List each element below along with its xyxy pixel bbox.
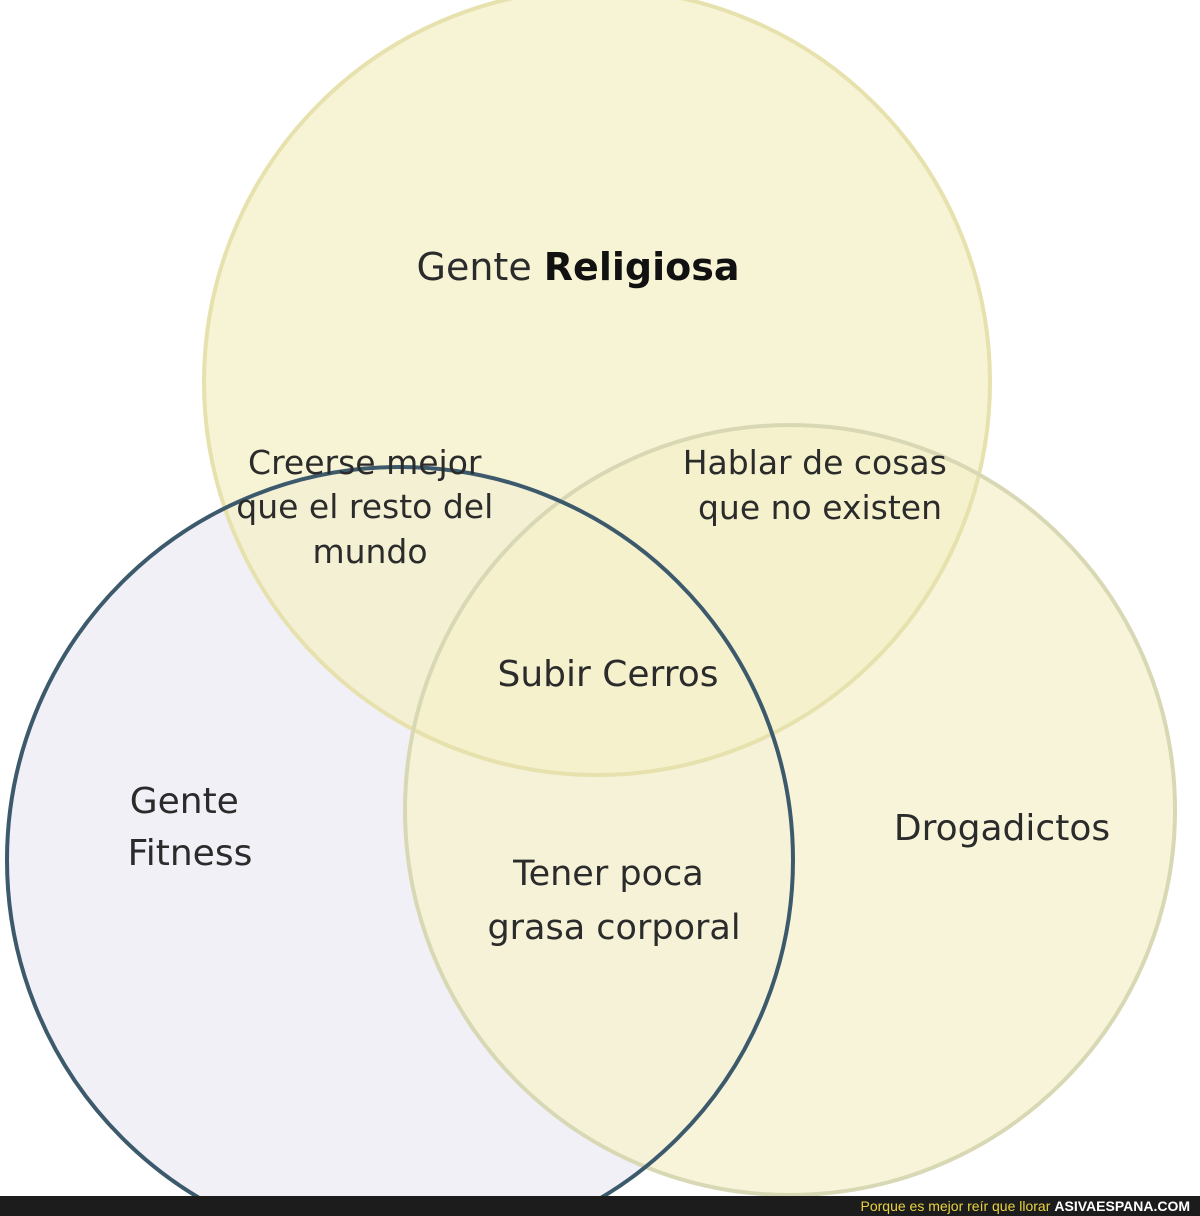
circle-drogadictos-outline: [403, 423, 1177, 1196]
label-religiosa-drogadictos: Hablar de cosas que no existen: [683, 443, 958, 527]
label-fitness-drogadictos-line-1: Tener poca: [512, 854, 704, 894]
label-drogadictos: Drogadictos: [894, 808, 1110, 849]
label-fitness-line-2: Fitness: [128, 833, 253, 874]
label-religiosa-fitness: Creerse mejor que el resto del mundo: [236, 443, 504, 571]
circle-religiosa: [204, 0, 990, 775]
label-religiosa-drogadictos-line-1: Hablar de cosas: [683, 443, 947, 482]
label-religiosa-fitness-line-1: Creerse mejor: [248, 443, 482, 482]
label-religiosa: Gente Religiosa: [417, 245, 740, 289]
footer-tagline: Porque es mejor reír que llorar: [860, 1198, 1051, 1214]
label-religiosa-fitness-line-2: que el resto del: [236, 487, 493, 526]
label-religiosa-prefix: Gente: [417, 245, 532, 289]
label-fitness-line-1: Gente: [130, 781, 239, 822]
circle-religiosa-outline: [202, 0, 992, 777]
label-all-three: Subir Cerros: [497, 654, 718, 695]
label-religiosa-bold: Religiosa: [544, 245, 740, 289]
label-fitness-drogadictos: Tener poca grasa corporal: [487, 854, 740, 948]
label-religiosa-drogadictos-line-2: que no existen: [698, 488, 942, 527]
circle-fitness-outline: [5, 465, 795, 1196]
label-fitness: Gente Fitness: [128, 781, 253, 874]
label-all-three-line-1: Subir Cerros: [497, 654, 718, 695]
footer-site-link[interactable]: ASIVAESPANA.COM: [1054, 1198, 1190, 1214]
label-drogadictos-line-1: Drogadictos: [894, 808, 1110, 849]
label-fitness-drogadictos-line-2: grasa corporal: [487, 908, 740, 948]
label-religiosa-fitness-line-3: mundo: [312, 532, 427, 571]
footer-bar: Porque es mejor reír que llorar ASIVAESP…: [0, 1196, 1200, 1216]
